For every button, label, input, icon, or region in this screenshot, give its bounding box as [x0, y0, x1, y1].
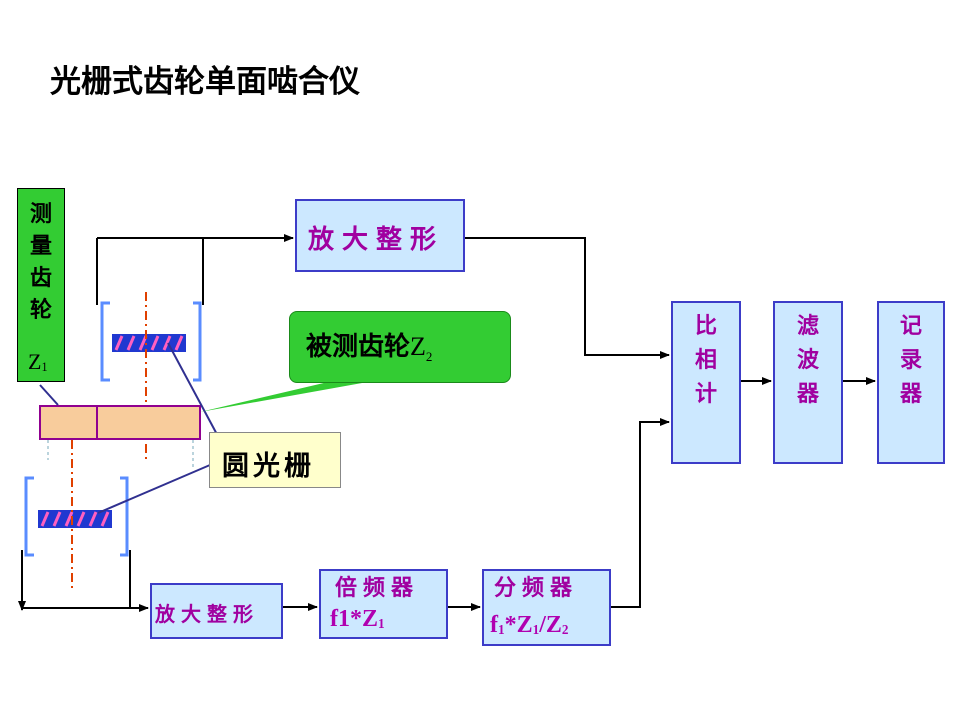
- page-title: 光栅式齿轮单面啮合仪: [50, 64, 360, 100]
- top-signal-path: [96, 234, 670, 359]
- divider-box: [482, 569, 611, 646]
- multiplier-formula: f1*Z1: [330, 606, 385, 632]
- lower-grating-assembly: [24, 440, 129, 590]
- measuring-gear-label-box: [17, 188, 65, 382]
- gear-under-test-label: 被测齿轮Z2: [306, 332, 433, 365]
- divider-formula: f1*Z1/Z2: [490, 612, 569, 638]
- amp-shape-bottom-label: 放大整形: [155, 602, 259, 626]
- measuring-gear-z: Z1: [28, 349, 48, 374]
- amp-shape-bottom-box: [150, 583, 283, 639]
- filter-box: [773, 301, 843, 464]
- gear-pair: [39, 405, 201, 470]
- gear-under-test-callout: [289, 311, 511, 383]
- multiplier-box: [319, 569, 448, 639]
- callout-tail: [200, 378, 390, 412]
- circular-grating-callout: [209, 432, 341, 488]
- divider-label: 分频器: [494, 575, 579, 601]
- amp-shape-top-label: 放大整形: [308, 225, 445, 255]
- filter-label: 滤波器: [797, 313, 820, 407]
- bottom-signal-path: [18, 377, 876, 612]
- recorder-label: 记录器: [900, 313, 923, 407]
- circular-grating-label: 圆光栅: [222, 451, 315, 482]
- phase-comparator-box: [671, 301, 741, 464]
- multiplier-label: 倍频器: [335, 575, 420, 601]
- measuring-gear-label: 测量齿轮: [30, 201, 53, 323]
- amp-shape-top-box: [295, 199, 465, 272]
- phase-comparator-label: 比相计: [695, 313, 718, 407]
- leader-lines: [39, 342, 221, 514]
- recorder-box: [877, 301, 945, 464]
